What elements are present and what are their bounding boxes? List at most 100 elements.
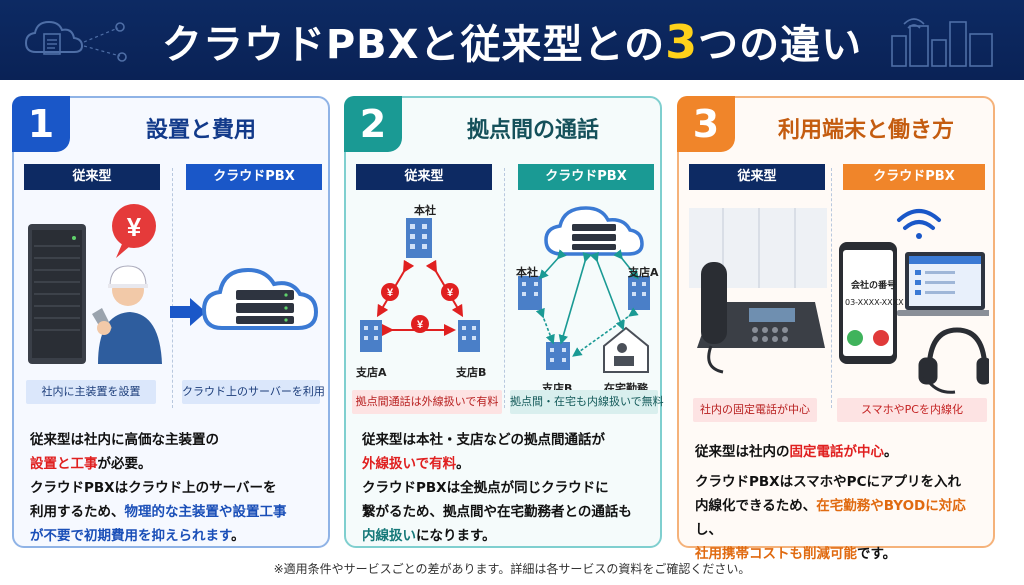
phone-screen-number: 03-XXXX-XXXX <box>845 298 904 307</box>
description-line: クラウドPBXはクラウド上のサーバーを <box>30 476 320 500</box>
panel-number-badge: 1 <box>12 96 70 152</box>
caption-legacy: 拠点間通話は外線扱いで有料 <box>352 390 502 414</box>
description-text: 従来型は社内の <box>695 444 790 460</box>
tag-legacy: 従来型 <box>24 164 160 190</box>
panel-devices-workstyle: 3 利用端末と働き方 従来型 クラウドPBX <box>677 96 995 562</box>
smartphone-icon <box>839 242 897 364</box>
caption-legacy: 社内に主装置を設置 <box>26 380 156 404</box>
building-icon <box>360 320 382 352</box>
description-text: です。 <box>857 546 897 562</box>
title-number: 3 <box>665 15 699 69</box>
description-line: 利用するため、物理的な主装置や設置工事 <box>30 500 320 524</box>
yen-cost-icon: ¥ <box>441 283 459 301</box>
divider <box>504 168 505 408</box>
page-title: クラウドPBXと従来型との3つの違い <box>0 12 1024 70</box>
highlight-text: 物理的な主装置や設置工事 <box>124 504 287 520</box>
panel-inter-site-calls: 2 拠点間の通話 従来型 クラウドPBX ¥ <box>344 96 664 548</box>
building-icon <box>458 320 480 352</box>
description-text: 内線化できるため、 <box>695 498 817 514</box>
tag-cloud-pbx: クラウドPBX <box>843 164 985 190</box>
building-icon <box>406 218 432 258</box>
description-text: 。 <box>231 528 245 544</box>
description-line: 従来型は本社・支店などの拠点間通話が <box>362 428 652 452</box>
panel-installation-cost: 1 設置と費用 従来型 クラウドPBX ¥ <box>12 96 330 548</box>
city-wifi-icon <box>891 18 993 67</box>
laptop-icon <box>897 252 989 316</box>
tag-legacy: 従来型 <box>689 164 825 190</box>
cloud-server-icon <box>544 206 644 256</box>
label-branch-b: 支店B <box>456 366 487 379</box>
caption-cloud: 拠点間・在宅も内線扱いで無料 <box>510 390 664 414</box>
description-line: 従来型は社内の固定電話が中心。 <box>695 440 985 464</box>
header-banner: クラウドPBXと従来型との3つの違い <box>0 0 1024 80</box>
desk-phone-icon <box>697 262 825 374</box>
label-branch-a: 支店A <box>356 366 387 379</box>
description-line: 内線化できるため、在宅勤務やBYODに対応し、 <box>695 494 985 542</box>
divider <box>831 168 832 408</box>
description-text: 。 <box>456 456 470 472</box>
cloud-document-icon <box>24 20 127 62</box>
description-text: 。 <box>884 444 898 460</box>
svg-text:¥: ¥ <box>417 319 424 331</box>
description-text: 繋がるため、拠点間や在宅勤務者との通話も <box>362 504 632 520</box>
label-branch-a: 支店A <box>628 266 659 279</box>
caption-cloud: クラウド上のサーバーを利用 <box>182 380 325 404</box>
panel-description: 従来型は本社・支店などの拠点間通話が外線扱いで有料。クラウドPBXは全拠点が同じ… <box>362 428 652 548</box>
description-text: 従来型は社内に高価な主装置の <box>30 432 219 448</box>
home-worker-icon <box>603 326 649 373</box>
description-line: が不要で初期費用を抑えられます。 <box>30 524 320 548</box>
description-line: 従来型は社内に高価な主装置の <box>30 428 320 452</box>
building-icon <box>546 342 570 370</box>
divider <box>172 168 173 408</box>
title-suffix: つの違い <box>698 22 863 68</box>
caption-cloud: スマホやPCを内線化 <box>837 398 987 422</box>
description-line: 繋がるため、拠点間や在宅勤務者との通話も <box>362 500 652 524</box>
yen-cost-icon: ¥ <box>381 283 399 301</box>
highlight-text: が不要で初期費用を抑えられます <box>30 528 232 544</box>
svg-text:¥: ¥ <box>387 287 394 299</box>
title-prefix: クラウドPBXと従来型との <box>161 22 666 68</box>
description-text: 従来型は本社・支店などの拠点間通話が <box>362 432 605 448</box>
worker-icon <box>92 265 162 364</box>
description-text: クラウドPBXは全拠点が同じクラウドに <box>362 480 609 496</box>
highlight-text: 在宅勤務やBYODに対応 <box>816 498 966 514</box>
panel-number-badge: 3 <box>677 96 735 152</box>
footer-note: ※適用条件やサービスごとの差があります。詳細は各サービスの資料をご確認ください。 <box>273 562 751 576</box>
phone-screen-title: 会社の番号 <box>851 281 897 291</box>
description-text: が必要。 <box>97 456 152 472</box>
description-text: し、 <box>695 522 722 538</box>
server-rack-icon <box>28 224 86 364</box>
tag-legacy: 従来型 <box>356 164 492 190</box>
description-text: 利用するため、 <box>30 504 125 520</box>
yen-cost-icon: ¥ <box>112 204 156 258</box>
highlight-text: 社用携帯コストも削減可能 <box>695 546 857 562</box>
headset-icon <box>918 327 989 394</box>
building-icon <box>518 276 542 310</box>
panel-title: 設置と費用 <box>145 118 256 143</box>
highlight-text: 設置と工事 <box>30 456 98 472</box>
building-icon <box>628 276 650 310</box>
label-headquarters: 本社 <box>516 266 538 279</box>
highlight-text: 外線扱いで有料 <box>362 456 457 472</box>
panel-title: 拠点間の通話 <box>466 118 599 143</box>
panel-title: 利用端末と働き方 <box>777 118 954 143</box>
label-headquarters: 本社 <box>414 204 436 217</box>
wifi-icon <box>897 209 941 239</box>
caption-legacy: 社内の固定電話が中心 <box>693 398 817 422</box>
panel-number-badge: 2 <box>344 96 402 152</box>
devices-illustration <box>689 208 989 394</box>
tag-cloud-pbx: クラウドPBX <box>518 164 654 190</box>
tag-cloud-pbx: クラウドPBX <box>186 164 322 190</box>
svg-text:¥: ¥ <box>447 287 454 299</box>
server-vs-cloud-illustration: ¥ <box>28 204 319 364</box>
panel-description: 従来型は社内の固定電話が中心。クラウドPBXはスマホやPCにアプリを入れ内線化で… <box>695 440 985 566</box>
description-line: クラウドPBXはスマホやPCにアプリを入れ <box>695 470 985 494</box>
description-text: クラウドPBXはクラウド上のサーバーを <box>30 480 277 496</box>
description-line: 設置と工事が必要。 <box>30 452 320 476</box>
highlight-text: 内線扱い <box>362 528 416 544</box>
description-text: になります。 <box>416 528 496 544</box>
description-line: クラウドPBXは全拠点が同じクラウドに <box>362 476 652 500</box>
description-text: クラウドPBXはスマホやPCにアプリを入れ <box>695 474 961 490</box>
description-line: 社用携帯コストも削減可能です。 <box>695 542 985 566</box>
panel-description: 従来型は社内に高価な主装置の設置と工事が必要。クラウドPBXはクラウド上のサーバ… <box>30 428 320 548</box>
